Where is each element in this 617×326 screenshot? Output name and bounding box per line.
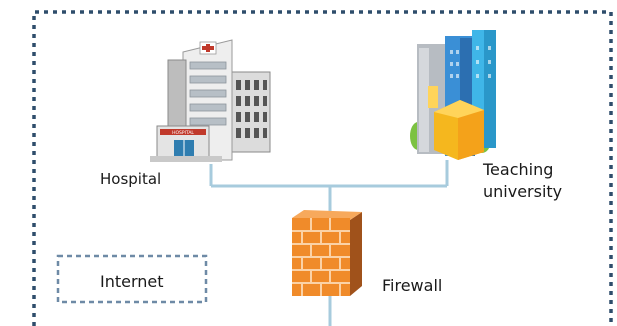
hospital-building-icon: HOSPITAL (150, 39, 271, 162)
hospital-label: Hospital (100, 170, 162, 188)
teaching-university-label: Teaching university (483, 159, 562, 203)
university-label-line1: Teaching (483, 160, 554, 179)
connector-lines (209, 160, 449, 326)
office-buildings-icon (410, 30, 496, 160)
firewall-label: Firewall (382, 276, 443, 295)
university-label-line2: university (483, 182, 563, 201)
internet-boundary (56, 254, 208, 304)
internet-label: Internet (100, 272, 164, 291)
hospital-sign-text: HOSPITAL (172, 130, 194, 136)
network-boundary (32, 10, 613, 326)
brick-wall-firewall-icon (292, 210, 362, 296)
